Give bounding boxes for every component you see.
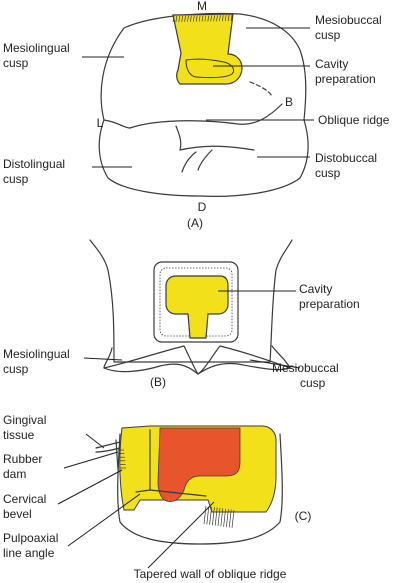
tapered-wall-hatch-line xyxy=(214,507,218,526)
tooth-outline-a xyxy=(98,12,309,197)
direction-b: B xyxy=(285,95,293,109)
rubber-dam-line xyxy=(115,439,119,471)
cavity-wall-hatch-line xyxy=(187,15,189,22)
cavity-preparation-b xyxy=(165,275,229,339)
cavity-outline-inner-b xyxy=(159,267,233,337)
cavity-wall-hatch-line xyxy=(175,15,178,23)
pulpoaxial-line xyxy=(135,489,151,493)
leader-pulpoaxial xyxy=(67,493,141,547)
cavity-wall-hatch-line xyxy=(219,15,221,22)
cavity-wall-hatch-line xyxy=(190,15,192,22)
cavity-outline-outer-b xyxy=(153,261,239,343)
cavity-wall-hatch-line xyxy=(224,15,227,22)
leader-rubber-dam xyxy=(63,451,119,469)
tapered-wall-hatch-line xyxy=(220,508,224,527)
cavity-wall-hatch-line xyxy=(198,15,201,22)
distal-groove-a xyxy=(179,145,255,151)
cavity-wall-hatch-line xyxy=(227,14,230,22)
tapered-wall-hatch xyxy=(203,505,235,529)
cavity-wall-hatch-line xyxy=(230,14,233,22)
caption-a: (A) xyxy=(187,216,203,230)
cavity-wall-hatch-line xyxy=(201,15,204,22)
cavity-wall-hatch-line xyxy=(181,15,184,22)
tapered-wall-hatch-line xyxy=(203,505,207,525)
tapered-wall-hatch-line xyxy=(209,506,212,525)
tapered-wall-hatch-line xyxy=(223,508,226,527)
tapered-wall-hatch-line xyxy=(206,506,210,525)
cavity-wall-hatch-line xyxy=(207,15,210,22)
fissure-a xyxy=(175,125,182,151)
gingival-tissue-c xyxy=(95,441,121,449)
occlusal-edge-b-2 xyxy=(103,362,291,375)
cavity-preparation-a xyxy=(172,13,243,85)
tapered-wall-hatch-line xyxy=(231,509,235,529)
cavity-inner-floor-a xyxy=(185,58,235,79)
occlusal-edge-b xyxy=(103,345,291,375)
cavity-wall-hatch-line xyxy=(213,15,215,22)
tapered-wall-hatch-line xyxy=(228,509,232,528)
cavity-wall-hatch-line xyxy=(204,15,207,22)
direction-l: L xyxy=(97,116,104,130)
direction-d: D xyxy=(198,200,207,214)
gingival-tissue-c-2 xyxy=(95,447,121,453)
caption-c: (C) xyxy=(295,509,312,523)
cavity-wall-hatch-a xyxy=(172,14,233,23)
leader-gingival-tissue xyxy=(85,433,105,449)
caption-b: (B) xyxy=(150,375,166,389)
fissure-a-3 xyxy=(197,149,213,171)
tapered-wall-hatch-line xyxy=(217,507,221,527)
buccal-dashed-groove xyxy=(249,81,273,97)
cavity-wall-hatch-line xyxy=(195,15,198,22)
tapered-wall-hatch-line xyxy=(226,509,229,528)
label-tapered-wall: Tapered wall of oblique ridge xyxy=(134,567,287,581)
cavity-wall-hatch-line xyxy=(216,15,218,22)
cavity-wall-hatch-line xyxy=(221,15,224,22)
cavity-wall-hatch-line xyxy=(178,15,181,22)
pulp-floor-region xyxy=(157,427,241,502)
cavity-wall-hatch-line xyxy=(172,15,175,23)
leader-mesiolingual-b xyxy=(83,357,123,361)
tooth-outline-c xyxy=(117,433,283,545)
label-oblique-ridge: Oblique ridge xyxy=(318,113,390,127)
lingual-groove-a xyxy=(103,119,131,129)
leader-tapered-wall xyxy=(147,501,215,569)
tapered-wall-hatch-line xyxy=(212,507,215,526)
cavity-wall-hatch-line xyxy=(184,15,186,22)
cavity-wall-hatch-line xyxy=(192,15,195,22)
cavity-wall-hatch-line xyxy=(210,15,213,22)
oblique-ridge-line xyxy=(129,103,283,129)
leader-cervical-bevel xyxy=(57,469,123,505)
fissure-a-2 xyxy=(181,151,197,173)
direction-m: M xyxy=(197,0,207,13)
leader-mesiobuccal-b xyxy=(249,359,301,369)
cervical-bevel-hatch xyxy=(118,449,126,469)
